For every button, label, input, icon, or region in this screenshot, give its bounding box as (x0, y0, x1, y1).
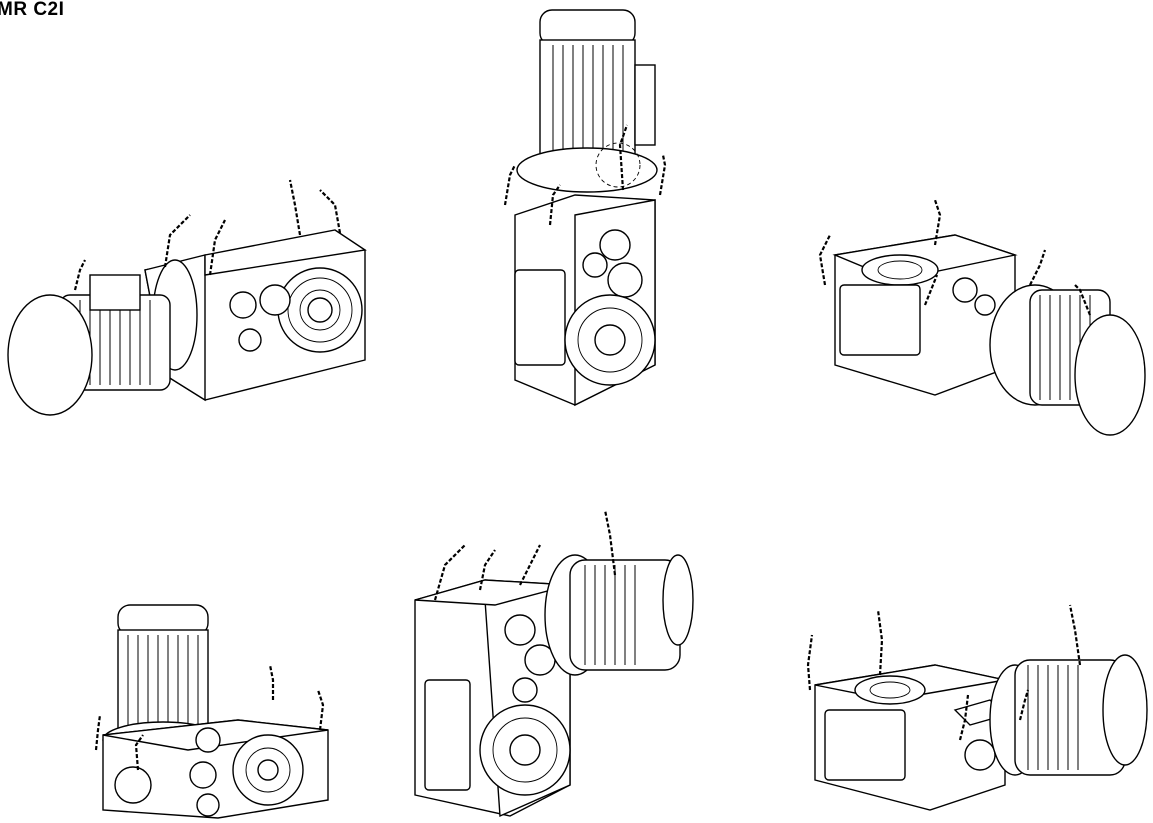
gearbox-drawing-5 (414, 509, 694, 818)
gearbox-drawing-2 (503, 9, 667, 407)
gearbox-figure-6 (800, 600, 1150, 816)
gearbox-drawing-4 (94, 604, 329, 819)
gearbox-figure-1 (5, 175, 370, 420)
gearbox-figure-2 (495, 5, 685, 410)
gearbox-drawing-6 (806, 604, 1148, 811)
page-title: MR C2I (0, 0, 65, 20)
gearbox-drawing-1 (7, 179, 367, 416)
gearbox-figure-5 (410, 505, 695, 818)
gearbox-figure-3 (815, 195, 1150, 440)
gearbox-drawing-3 (818, 199, 1146, 436)
gearbox-figure-4 (88, 600, 338, 819)
